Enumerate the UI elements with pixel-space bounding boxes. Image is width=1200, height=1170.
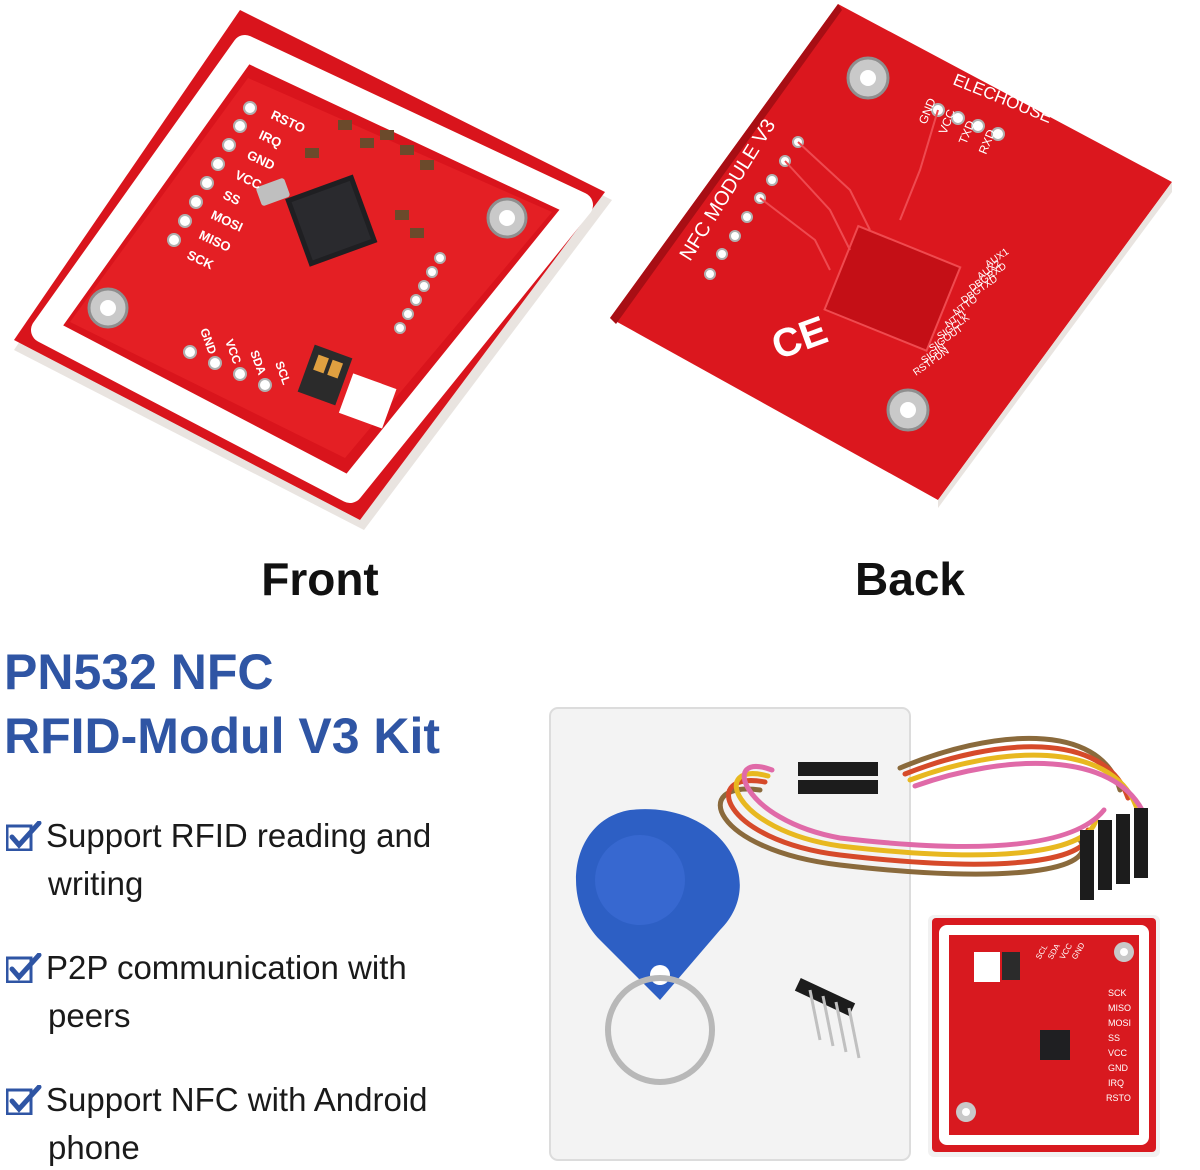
kit-pin-label: SS: [1108, 1033, 1120, 1043]
feature-text-3a: Support NFC with Android: [46, 1081, 428, 1118]
kit-pin-label: SCK: [1108, 988, 1127, 998]
front-pin-label: SS: [221, 187, 243, 208]
front-i2c-holes: [183, 345, 272, 392]
checkmark-icon: [5, 1082, 46, 1126]
blue-key-fob: [576, 809, 740, 1000]
kit-pin-label: MISO: [1108, 1003, 1131, 1013]
back-mount-holes: [846, 56, 930, 432]
kit-pin-label: RSTO: [1106, 1093, 1131, 1103]
kit-photo: SCK MISO MOSI SS VCC GND IRQ RSTO SCL SD…: [549, 707, 1160, 1161]
kit-pin-label: MOSI: [1108, 1018, 1131, 1028]
front-pin-holes: [167, 101, 257, 247]
header-pins: [794, 977, 861, 1059]
kit-pin-label: IRQ: [1108, 1078, 1124, 1088]
back-ground-pad: [823, 224, 962, 353]
title-line-1: PN532 NFC: [4, 644, 274, 700]
feature-text-3b: phone: [48, 1129, 140, 1166]
product-title: PN532 NFC RFID-Modul V3 Kit: [4, 640, 564, 768]
feature-text-1a: Support RFID reading and: [46, 817, 432, 854]
feature-item-1: Support RFID reading and writing: [5, 814, 526, 906]
key-ring: [605, 975, 715, 1085]
kit-pn532-board: SCK MISO MOSI SS VCC GND IRQ RSTO SCL SD…: [928, 915, 1160, 1157]
kit-pin-label: VCC: [1108, 1048, 1128, 1058]
front-mount-holes: [87, 197, 528, 329]
front-caption: Front: [261, 553, 379, 605]
checkmark-icon: [5, 818, 46, 862]
dupont-connectors: [798, 762, 1148, 900]
title-line-2: RFID-Modul V3 Kit: [4, 708, 441, 764]
front-pn532-chip: [285, 174, 378, 267]
feature-text-2b: peers: [48, 997, 131, 1034]
feature-item-2: P2P communication with peers: [5, 946, 526, 1038]
feature-item-3: Support NFC with Android phone: [5, 1078, 526, 1170]
back-board-photo: ELECHOUSE NFC MODULE V3 GND VCC TXD RXD …: [610, 4, 1172, 508]
jumper-wires: [717, 735, 1147, 877]
front-board-photo: RSTO IRQ GND VCC SS MOSI MISO SCK GND VC…: [14, 10, 612, 530]
feature-text-1b: writing: [48, 865, 144, 902]
front-dip-switch: [297, 344, 353, 406]
feature-text-2a: P2P communication with: [46, 949, 407, 986]
kit-pin-label: GND: [1108, 1063, 1129, 1073]
back-caption: Back: [855, 553, 965, 605]
checkmark-icon: [5, 950, 46, 994]
